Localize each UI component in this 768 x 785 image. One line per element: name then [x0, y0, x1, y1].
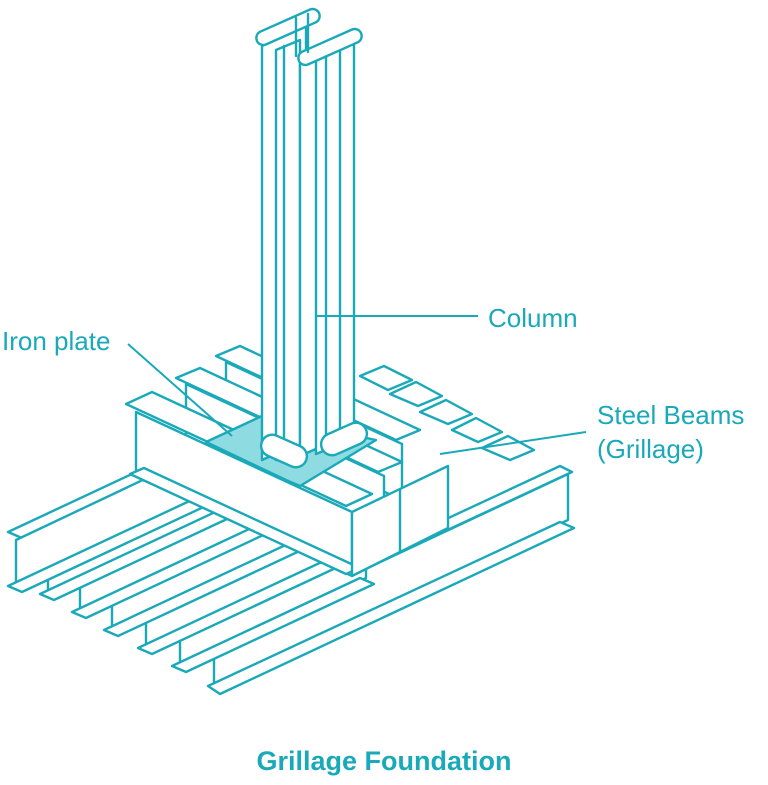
upper-beam-right-block	[350, 464, 450, 578]
column	[255, 7, 369, 469]
iron-plate-label: Iron plate	[2, 326, 111, 356]
upper-beam-front-right	[358, 364, 536, 462]
iron-plate-leader	[127, 343, 233, 437]
leader-lines	[127, 315, 587, 455]
column-label: Column	[488, 303, 578, 333]
steel-beams-label: Steel Beams	[597, 400, 745, 430]
grillage-label: (Grillage)	[597, 434, 704, 464]
steel-beams-leader	[439, 431, 587, 455]
diagram-title: Grillage Foundation	[256, 746, 512, 776]
